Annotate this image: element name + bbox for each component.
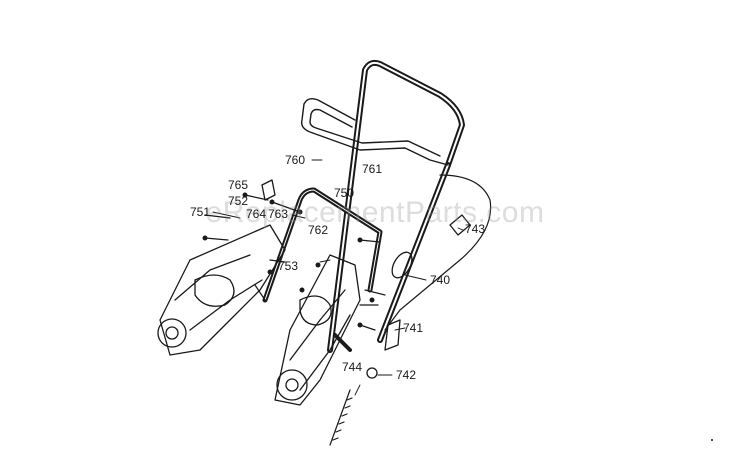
washers	[261, 179, 471, 379]
part-label-742: 742	[396, 368, 417, 382]
part-label-762: 762	[308, 223, 329, 237]
fasteners	[204, 194, 386, 331]
leader-lines	[212, 159, 464, 396]
part-label-753: 753	[278, 259, 299, 273]
part-label-741: 741	[403, 321, 424, 335]
upper-handle	[327, 59, 465, 353]
part-label-761: 761	[362, 162, 383, 176]
control-cable	[384, 174, 492, 331]
part-label-740: 740	[430, 273, 451, 287]
part-label-751: 751	[190, 205, 211, 219]
left-bracket	[157, 224, 286, 356]
right-bracket	[274, 254, 361, 406]
part-label-744: 744	[342, 360, 363, 374]
part-label-750: 750	[334, 186, 355, 200]
spring-744	[329, 389, 353, 446]
bolt-heads	[202, 192, 713, 441]
part-label-760: 760	[285, 153, 306, 167]
bail-bar	[300, 97, 449, 166]
part-label-763: 763	[268, 207, 289, 221]
part-label-765: 765	[228, 178, 249, 192]
part-label-743: 743	[465, 222, 486, 236]
part-label-752: 752	[228, 194, 249, 208]
part-label-764: 764	[246, 207, 267, 221]
